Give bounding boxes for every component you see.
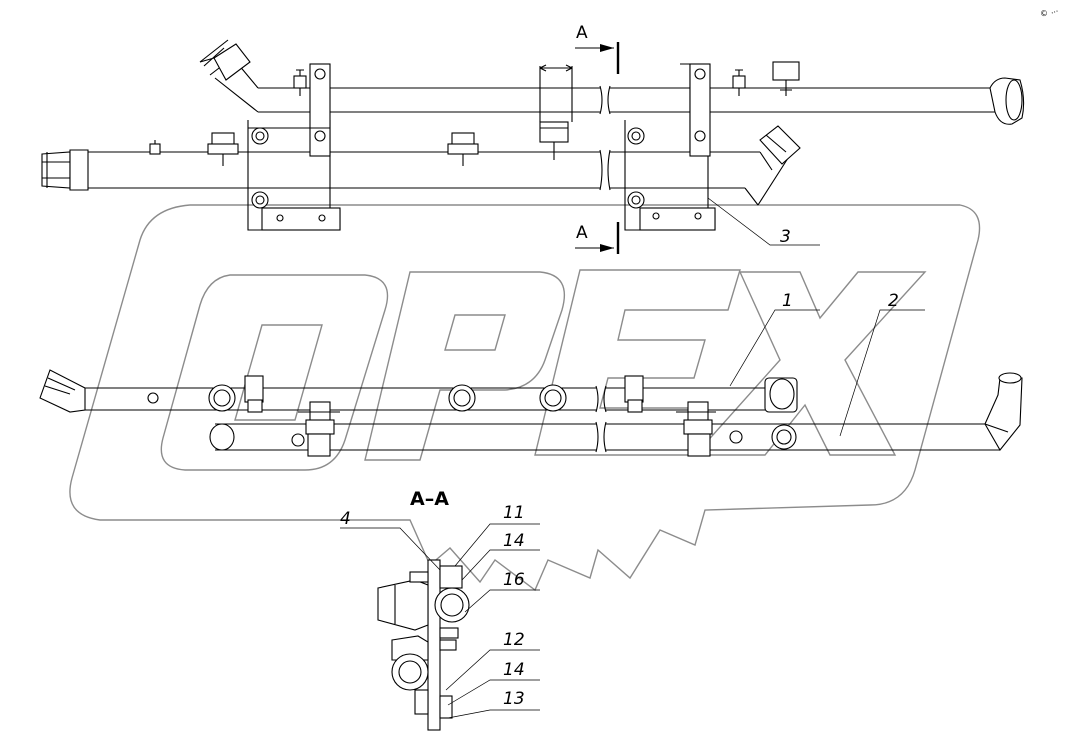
upper-tube: [258, 87, 1000, 113]
front-view: 1 2: [39, 291, 1023, 457]
front-clamps: [244, 375, 716, 457]
front-left-inlet: [39, 369, 86, 413]
callout-14-lower: 14: [503, 660, 525, 680]
callout-2: 2: [888, 291, 899, 311]
callout-14-upper: 14: [503, 531, 525, 551]
callout-13: 13: [503, 689, 525, 709]
callout-4: 4: [340, 509, 351, 529]
corner-mark: © ...: [1039, 5, 1059, 20]
right-clamp-top: [624, 63, 716, 231]
lower-right-outlet: [744, 151, 791, 206]
front-upper-tube: [85, 387, 770, 411]
section-letter-bottom: A: [576, 223, 588, 243]
tube-fittings: [149, 61, 800, 166]
watermark-letter-o: [160, 274, 389, 471]
watermark-logo: [69, 204, 981, 592]
callout-11: 11: [503, 503, 525, 523]
section-letter-top: A: [576, 23, 588, 43]
watermark-letter-p: [364, 271, 566, 461]
callout-16: 16: [503, 570, 525, 590]
section-aa-view: A–A 4 11 14 16 12 14 13: [340, 488, 540, 731]
lower-left-nut: [41, 151, 71, 189]
section-line-aa: A A: [575, 23, 620, 254]
top-view: A A 3: [41, 23, 1025, 254]
front-lower-tube: [215, 423, 1000, 451]
watermark-gear-outline: [69, 204, 981, 592]
lower-tube: [88, 151, 760, 189]
callout-1: 1: [782, 291, 793, 311]
front-right-elbow: [984, 377, 1023, 451]
front-nuts: [147, 384, 797, 450]
left-clamp-top: [247, 63, 341, 231]
callout-3: 3: [780, 227, 791, 247]
section-title: A–A: [410, 488, 449, 510]
upper-inlet-bend: [199, 39, 259, 113]
upper-elbow: [989, 77, 1025, 125]
callout-12: 12: [503, 630, 525, 650]
